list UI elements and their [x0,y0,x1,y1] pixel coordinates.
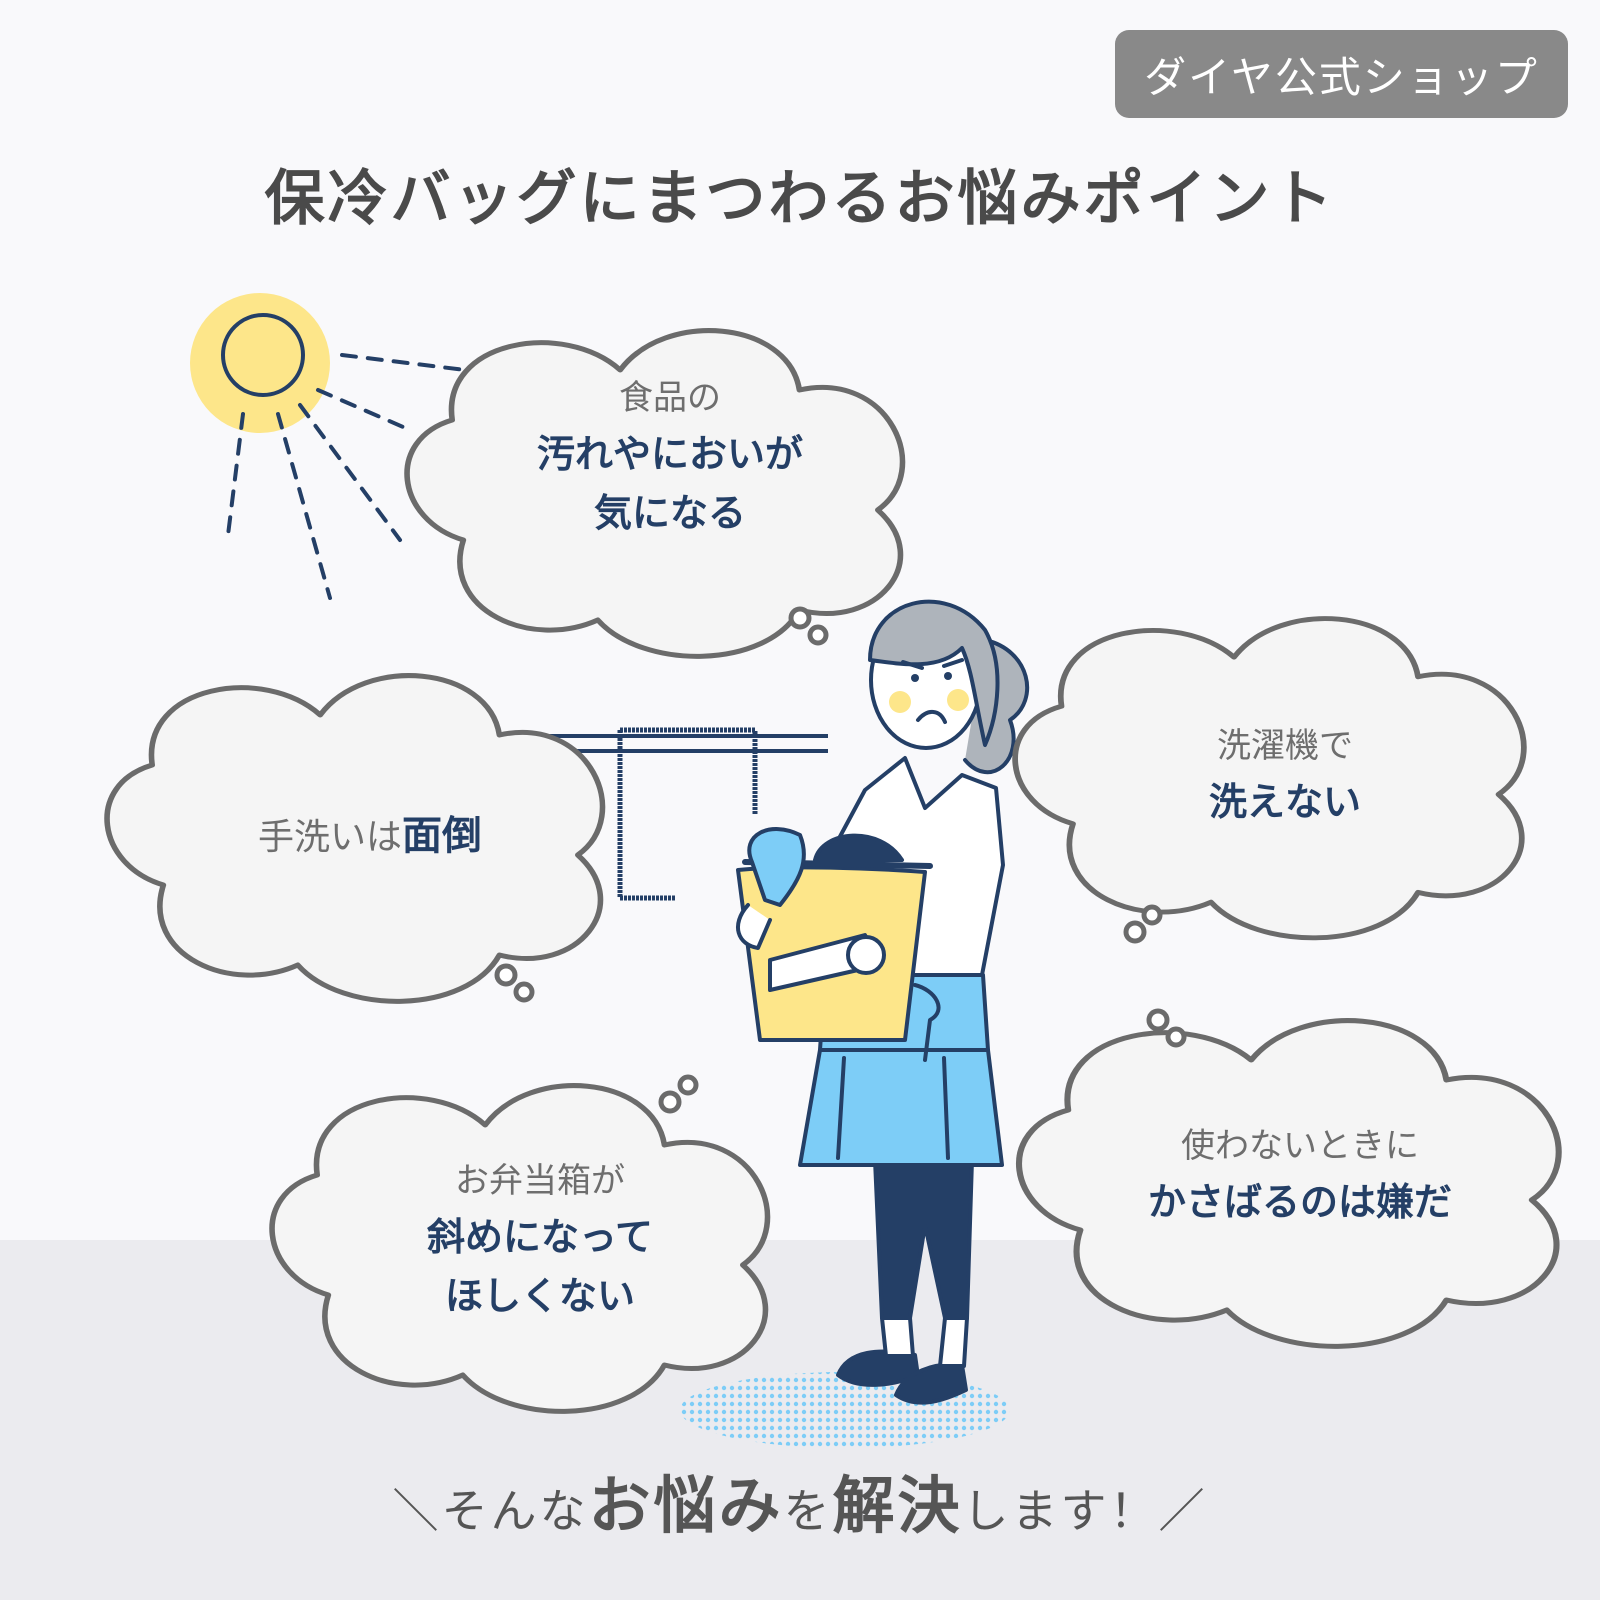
bubble-bento-strong-1: 斜めになって [426,1214,654,1259]
woman-with-laundry-basket-illustration [736,599,1030,1405]
bubble-stains-strong-1: 汚れやにおいが [536,431,803,476]
bubble-washer-strong: 洗えない [1208,779,1361,824]
sun-icon [190,293,492,600]
closing-close-mark: ／ [1158,1484,1208,1538]
bubble-text-handwash: 手洗いは面倒 [185,805,555,867]
thought-bubble-stains [407,331,902,657]
thought-bubble-bulky [1019,1008,1559,1346]
shop-badge-label: ダイヤ公式ショップ [1144,52,1539,102]
bubble-bento-lead: お弁当箱が [455,1161,625,1201]
towel-on-rack-illustration [520,727,828,901]
bubble-stains-lead: 食品の [619,378,721,418]
closing-open-mark: ＼ [392,1484,442,1538]
bubble-washer-lead: 洗濯機で [1217,726,1353,766]
closing-part-2: お悩み [588,1469,784,1542]
closing-part-1: そんな [441,1484,589,1538]
bubble-stains-strong-2: 気になる [593,490,746,535]
thought-bubble-handwash [107,676,602,1002]
bubble-bulky-lead: 使わないときに [1181,1126,1419,1166]
bubble-handwash-strong: 面倒 [402,813,482,859]
closing-part-5: します！ [962,1484,1159,1538]
bubble-bento-strong-2: ほしくない [444,1273,635,1318]
bubble-bulky-strong: かさばるのは嫌だ [1147,1179,1452,1224]
bubble-handwash-lead: 手洗いは [257,817,402,858]
closing-part-4: 解決 [832,1469,963,1542]
bubble-text-washer: 洗濯機で 洗えない [1110,720,1460,832]
thought-bubble-washer [1015,619,1524,944]
bubble-text-stains: 食品の 汚れやにおいが 気になる [480,372,860,542]
page-title: 保冷バッグにまつわるお悩みポイント [264,164,1336,234]
closing-part-3: を [783,1484,833,1538]
thought-bubble-bento [272,1074,767,1411]
bubble-text-bento: お弁当箱が 斜めになって ほしくない [355,1155,725,1325]
bubble-text-bulky: 使わないときに かさばるのは嫌だ [1080,1120,1520,1232]
closing-message: ＼そんなお悩みを解決します！／ [0,1455,1600,1545]
shop-badge[interactable]: ダイヤ公式ショップ [1115,30,1568,118]
